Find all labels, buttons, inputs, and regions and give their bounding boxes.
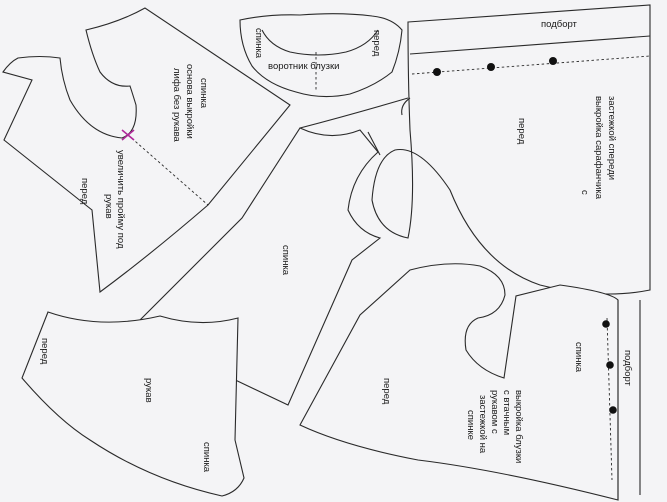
blouse-piece [299,263,641,501]
collar-inner-curve [261,29,379,56]
label-sarafan-facing: подборт [541,19,578,30]
label-blouse-title-5: спинке [465,410,476,440]
label-collar-back: спинка [253,28,264,59]
strap-connector [367,131,381,156]
label-blouse-front: перед [381,378,392,405]
button-mark [487,63,495,71]
label-blouse-title-1: выкройка блузки [513,390,524,463]
button-mark [609,406,617,414]
label-bodice-sleeveless: лифа без рукава [171,68,182,143]
label-bodice-front: перед [79,178,90,205]
label-blouse-title-3: рукавом с [489,390,500,434]
collar-piece [239,13,403,98]
blouse-button-line [606,317,613,481]
label-armhole-note-2: рукав [103,194,114,219]
label-center-back: спинка [280,245,291,276]
label-blouse-title-2: с втачным [501,390,512,435]
label-bodice-base: основа выкройки [184,64,195,139]
label-sleeve-front: перед [39,338,50,365]
label-blouse-facing: подборт [622,350,633,387]
label-collar-name: воротник блузки [268,61,339,72]
label-blouse-back: спинка [573,342,584,373]
sarafan-neck-curve [401,97,411,116]
label-sleeve-back: спинка [201,442,212,473]
blouse-outline [299,263,619,501]
sarafan-front-outline [371,4,651,295]
button-mark [433,68,441,76]
sarafan-facing-seam [409,35,651,55]
label-blouse-title-4: застежкой на [477,395,488,454]
label-sarafan-front: перед [516,118,527,145]
label-sarafan-title-2: с [579,190,590,195]
label-collar-front: перед [371,30,382,57]
button-mark [549,57,557,65]
button-mark [606,361,614,369]
sleeve-piece [21,311,245,497]
label-sarafan-title-1: выкройка сарафанчика [593,96,604,200]
label-bodice-back: спинка [198,78,209,109]
label-sarafan-title-3: застежкой спереди [606,96,617,180]
sarafan-front-piece [299,4,651,295]
armhole-marker [121,129,135,141]
sleeve-outline [21,311,245,497]
sarafan-neckline [299,97,409,129]
label-armhole-note-1: увеличить пройму под [115,150,126,249]
label-sleeve: рукав [143,378,154,403]
button-mark [602,320,610,328]
bodice-base-piece [2,7,291,294]
bodice-outline [2,7,291,294]
